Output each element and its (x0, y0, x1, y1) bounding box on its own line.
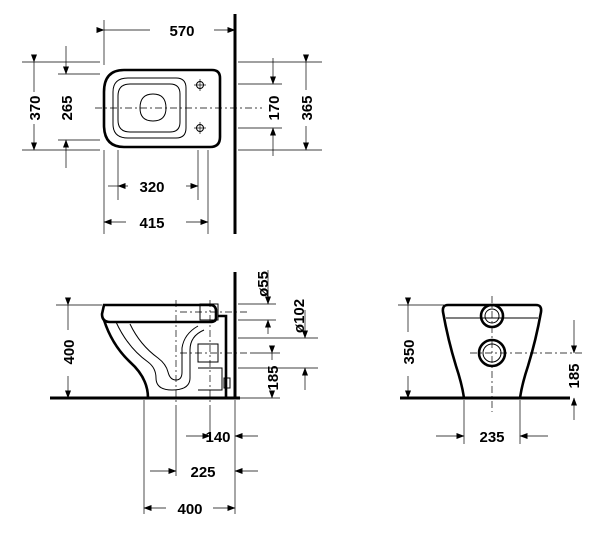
rear-view: 350 185 235 (398, 296, 585, 446)
dim-570: 570 (169, 23, 194, 40)
seat-outline-top (112, 77, 187, 139)
dim-225: 225 (190, 464, 215, 481)
dim-d55: ø55 (255, 271, 272, 297)
bowl-opening-top (117, 83, 181, 133)
dim-235: 235 (479, 429, 504, 446)
dim-415: 415 (139, 215, 164, 232)
dim-140: 140 (205, 429, 230, 446)
dim-400-height: 400 (61, 339, 78, 364)
fixing-point-icon (194, 122, 206, 134)
dim-170: 170 (266, 95, 283, 120)
bowl-body-side (102, 319, 150, 399)
dim-265: 265 (59, 95, 76, 120)
dim-400-depth: 400 (177, 501, 202, 518)
fixing-point-icon (194, 79, 206, 91)
dim-185-side: 185 (265, 365, 282, 390)
toilet-outline-top (102, 68, 222, 149)
dim-350: 350 (401, 339, 418, 364)
outlet-top (139, 93, 167, 122)
dim-d102: ø102 (291, 299, 308, 333)
seat-side (100, 303, 218, 324)
dim-365: 365 (299, 95, 316, 120)
side-view: 400 ø55 ø102 185 140 225 (50, 270, 318, 518)
rear-body-outline (441, 303, 543, 400)
dim-185-rear: 185 (566, 363, 583, 388)
dim-320: 320 (139, 179, 164, 196)
dim-370: 370 (27, 95, 44, 120)
top-view: 570 370 265 170 365 320 (22, 14, 322, 234)
trap-side (115, 321, 205, 391)
